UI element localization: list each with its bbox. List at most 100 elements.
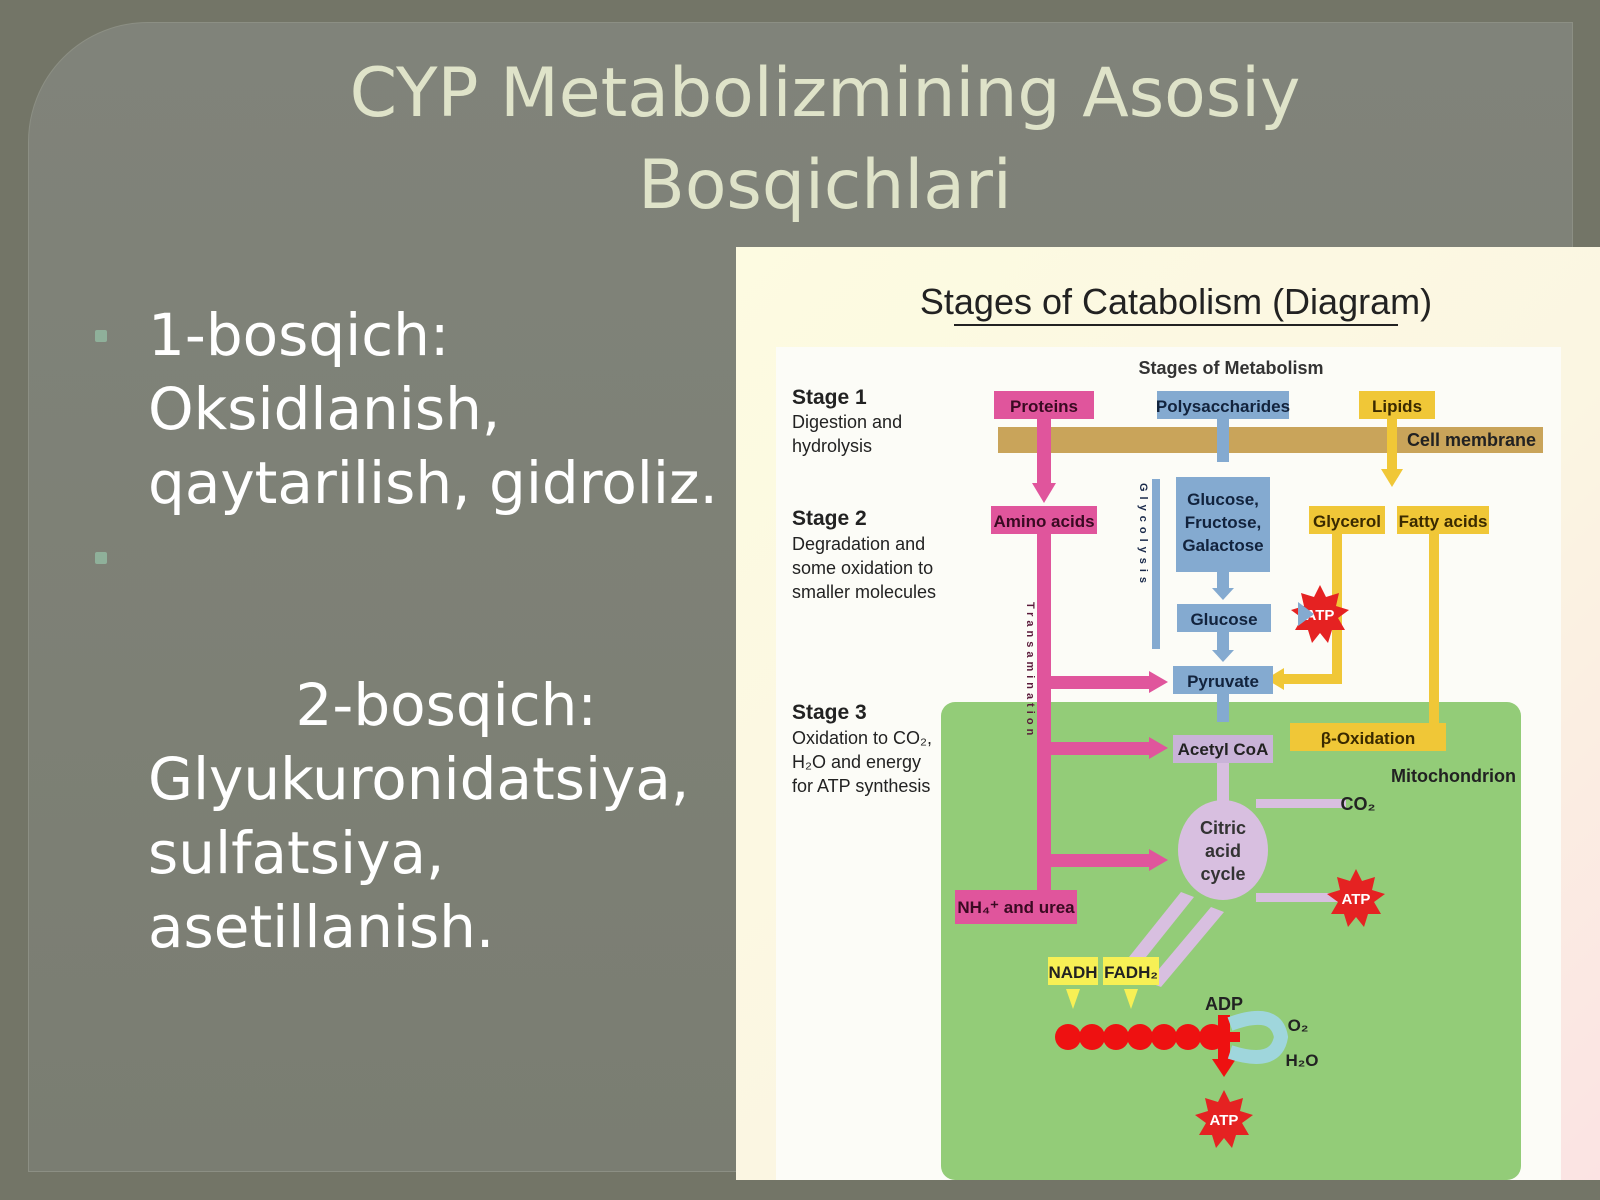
amino-acids-box	[991, 506, 1097, 534]
sugars-to-glucose-arrow	[1217, 572, 1229, 592]
bullet-item-stage-1: 1-bosqich: Oksidlanish, qaytarilish, gid…	[95, 298, 735, 520]
glycerol-box	[1309, 506, 1385, 534]
chain-bead	[1151, 1024, 1177, 1050]
arrowhead	[1066, 989, 1080, 1009]
proteins-label: Proteins	[1010, 397, 1078, 416]
cell-membrane-label: Cell membrane	[1407, 430, 1536, 450]
stage-1-description: Stage 1 Digestion and hydrolysis	[792, 386, 902, 456]
pyruvate-label: Pyruvate	[1187, 672, 1259, 691]
lipids-box	[1359, 391, 1435, 419]
nh4-urea-label: NH₄⁺ and urea	[957, 898, 1075, 917]
stage-3-line: H₂O and energy	[792, 752, 921, 772]
stage-2-title: Stage 2	[792, 507, 867, 530]
pyruvate-to-acetyl-arrow	[1217, 694, 1229, 722]
glycolysis-text: Glycolysis	[1137, 483, 1149, 588]
arrowhead	[1149, 849, 1168, 871]
amino-to-acetyl-arrow	[1051, 742, 1151, 755]
fatty-acid-down-bar	[1429, 527, 1439, 727]
citric-acid-cycle	[1178, 800, 1268, 900]
stage-2-line: smaller molecules	[792, 582, 936, 602]
lipid-arrow	[1387, 409, 1397, 471]
atp-burst-glucose: ATP	[1291, 585, 1349, 643]
stages-header: Stages of Metabolism	[1138, 358, 1323, 378]
sugars-box	[1176, 477, 1270, 572]
chain-bead	[1103, 1024, 1129, 1050]
glycerol-down-bar	[1332, 527, 1342, 684]
oxygen-water-loop	[1227, 1010, 1289, 1064]
electron-chain	[1055, 1024, 1225, 1050]
transamination-label: Transamination	[1024, 602, 1036, 739]
amino-acids-label: Amino acids	[993, 512, 1094, 531]
atp-synthase-stalk	[1218, 1015, 1230, 1063]
bullet-item-stage-2: 2-bosqich: Glyukuronidatsiya, sulfatsiya…	[95, 520, 735, 1038]
citric-cycle-label: Citric	[1200, 818, 1246, 838]
arrowhead	[1381, 469, 1403, 487]
glucose-box	[1177, 604, 1271, 632]
nh4-urea-box	[955, 890, 1077, 924]
bullet-text: 2-bosqich: Glyukuronidatsiya, sulfatsiya…	[148, 671, 708, 961]
pyruvate-box	[1173, 666, 1273, 694]
proteins-box	[994, 391, 1094, 419]
stage-3-description: Stage 3 Oxidation to CO₂, H₂O and energy…	[792, 701, 932, 796]
stage-3-title: Stage 3	[792, 701, 867, 724]
atp-label: ATP	[1210, 1112, 1239, 1129]
citric-to-atp-connector	[1256, 893, 1346, 902]
glycerol-label: Glycerol	[1313, 512, 1381, 531]
stage-2-line: Degradation and	[792, 534, 925, 554]
bullet-marker	[95, 552, 107, 564]
adp-label: ADP	[1205, 994, 1243, 1014]
o2-label: O₂	[1288, 1016, 1309, 1035]
atp-burst-shape	[1195, 1090, 1253, 1148]
chain-bead	[1175, 1024, 1201, 1050]
atp-burst-shape	[1291, 585, 1349, 643]
catabolism-diagram-figure: Stages of Catabolism (Diagram) Stages of…	[736, 247, 1600, 1180]
sugars-label: Fructose,	[1185, 513, 1262, 532]
acetyl-to-citric-connector	[1217, 762, 1229, 802]
arrowhead	[1149, 671, 1168, 693]
nadh-label: NADH	[1048, 963, 1097, 982]
glucose-to-atp-arrow	[1298, 602, 1314, 626]
mitochondrion-region	[941, 702, 1521, 1180]
citric-to-fadh-connector	[1148, 907, 1224, 987]
polysaccharides-label: Polysaccharides	[1156, 397, 1290, 416]
stage-3-line: for ATP synthesis	[792, 776, 930, 796]
acetyl-coa-box	[1173, 735, 1273, 763]
transamination-bar	[1037, 532, 1051, 907]
slide-title: CYP Metabolizmining Asosiy Bosqichlari	[349, 54, 1301, 225]
glucose-to-pyruvate-arrow	[1217, 632, 1229, 654]
arrowhead	[1149, 737, 1168, 759]
stage-1-title: Stage 1	[792, 386, 867, 409]
citric-cycle-label: acid	[1205, 841, 1241, 861]
acetyl-coa-label: Acetyl CoA	[1178, 740, 1269, 759]
fadh2-label: FADH₂	[1104, 963, 1158, 982]
arrowhead	[1212, 650, 1234, 662]
glycerol-to-pyruvate-arrow	[1281, 674, 1342, 684]
arrowhead	[1266, 668, 1284, 690]
stage-2-description: Stage 2 Degradation and some oxidation t…	[792, 507, 936, 602]
bullet-marker	[95, 330, 107, 342]
co2-label: CO₂	[1341, 794, 1376, 814]
fatty-acids-box	[1397, 506, 1489, 534]
atp-burst-citric: ATP	[1327, 869, 1385, 927]
beta-oxidation-label: β-Oxidation	[1321, 729, 1415, 748]
glucose-label: Glucose	[1190, 610, 1257, 629]
chain-bead	[1055, 1024, 1081, 1050]
stage-1-line: hydrolysis	[792, 436, 872, 456]
catabolism-diagram: Stages of Catabolism (Diagram) Stages of…	[776, 281, 1561, 1180]
mitochondrion-label: Mitochondrion	[1391, 766, 1516, 786]
arrowhead	[1212, 1059, 1236, 1077]
glycolysis-bar	[1152, 479, 1160, 649]
figure-title: Stages of Catabolism (Diagram)	[920, 281, 1432, 322]
amino-to-citric-arrow	[1051, 854, 1151, 867]
stage-2-line: some oxidation to	[792, 558, 933, 578]
arrowhead	[1212, 588, 1234, 600]
cell-membrane	[998, 427, 1543, 453]
bullet-text: 1-bosqich: Oksidlanish, qaytarilish, gid…	[148, 301, 718, 517]
protein-to-amino-arrow	[1037, 407, 1051, 487]
atp-label: ATP	[1342, 891, 1371, 908]
sugars-label: Galactose	[1182, 536, 1263, 555]
bullet-list: 1-bosqich: Oksidlanish, qaytarilish, gid…	[95, 298, 735, 1038]
fatty-acids-label: Fatty acids	[1399, 512, 1488, 531]
beta-oxidation-box	[1290, 723, 1446, 751]
